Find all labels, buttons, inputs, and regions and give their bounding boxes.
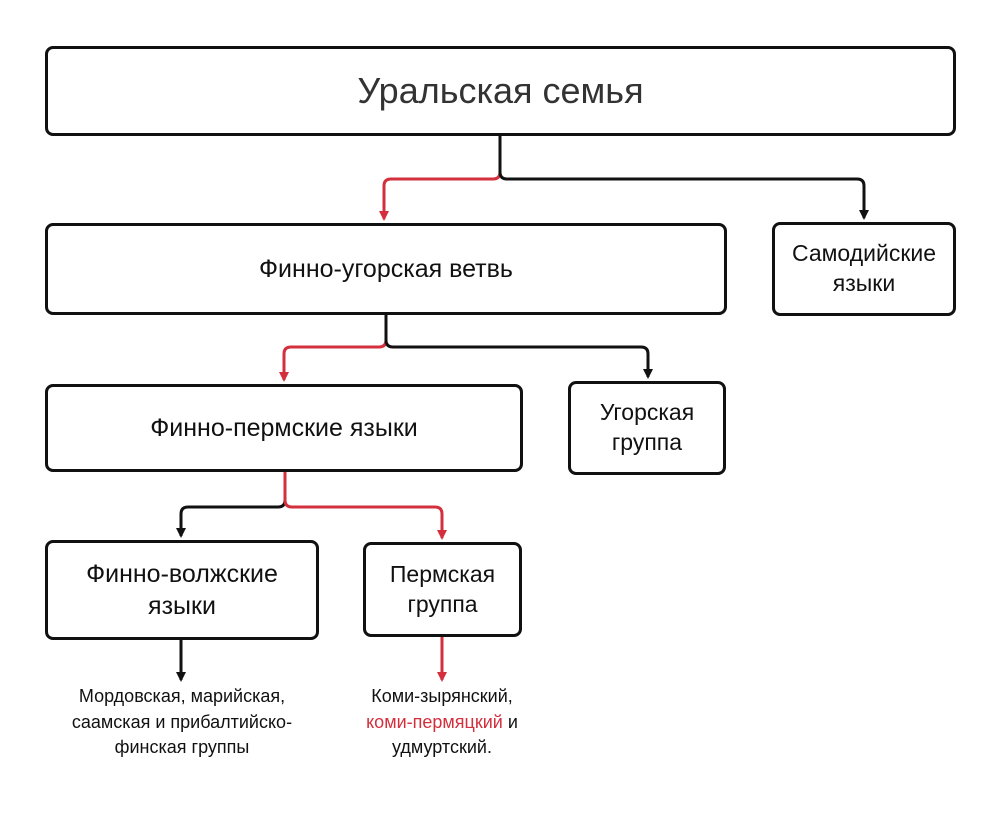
node-samoyedic-label-line2: языки (832, 270, 896, 296)
node-permic-group: Пермская группа (363, 542, 522, 637)
leaf-perm-line1: Коми-зырянский, (371, 686, 513, 706)
connector-root-to-samoyedic (498, 136, 869, 220)
node-finno-ugric-branch: Финно-угорская ветвь (45, 223, 727, 315)
leaf-fv-line1: Мордовская, марийская, (78, 686, 286, 706)
node-samoyedic-label-line1: Самодийские (791, 240, 937, 267)
node-finno-volgaic-label-line2: языки (148, 592, 216, 620)
node-finno-ugric-label: Финно-угорская ветвь (259, 254, 513, 283)
node-uralic-family: Уральская семья (45, 46, 956, 136)
node-permic-label-line2: группа (407, 590, 478, 617)
leaf-fv-line4: группы (191, 737, 250, 758)
leaf-finno-volgaic-groups: Мордовская, марийская, саамская и прибал… (45, 684, 319, 761)
leaf-fv-line3: прибалтийско-финская (114, 711, 293, 758)
node-finno-volgaic-languages: Финно-волжские языки (45, 540, 319, 640)
leaf-perm-line2-rest: и (502, 711, 518, 732)
leaf-fv-line2: саамская и (71, 711, 166, 732)
node-ugric-label-line1: Угорская (599, 399, 695, 426)
node-ugric-label-line2: группа (611, 429, 683, 455)
connector-finno-permic-to-permic (283, 472, 447, 540)
leaf-perm-highlight: коми-пермяцкий (366, 711, 503, 732)
node-samoyedic-languages: Самодийские языки (772, 222, 956, 316)
connector-finno-permic-to-finno-volgaic (176, 472, 287, 538)
connector-finno-ugric-to-ugric (384, 315, 653, 379)
connector-root-to-finno-ugric (379, 136, 502, 221)
node-permic-label-line1: Пермская (389, 560, 496, 587)
leaf-perm-line2: коми-пермяцкий и (332, 710, 552, 736)
node-finno-permic-languages: Финно-пермские языки (45, 384, 523, 472)
node-finno-permic-label: Финно-пермские языки (150, 413, 418, 442)
node-ugric-group: Угорская группа (568, 381, 726, 475)
node-finno-volgaic-label-line1: Финно-волжские (86, 559, 278, 588)
leaf-perm-line3: удмуртский. (392, 737, 492, 758)
leaf-permic-languages: Коми-зырянский, коми-пермяцкий и удмуртс… (332, 684, 552, 761)
connector-finno-ugric-to-finno-permic (279, 315, 388, 382)
node-uralic-family-label: Уральская семья (357, 69, 644, 111)
